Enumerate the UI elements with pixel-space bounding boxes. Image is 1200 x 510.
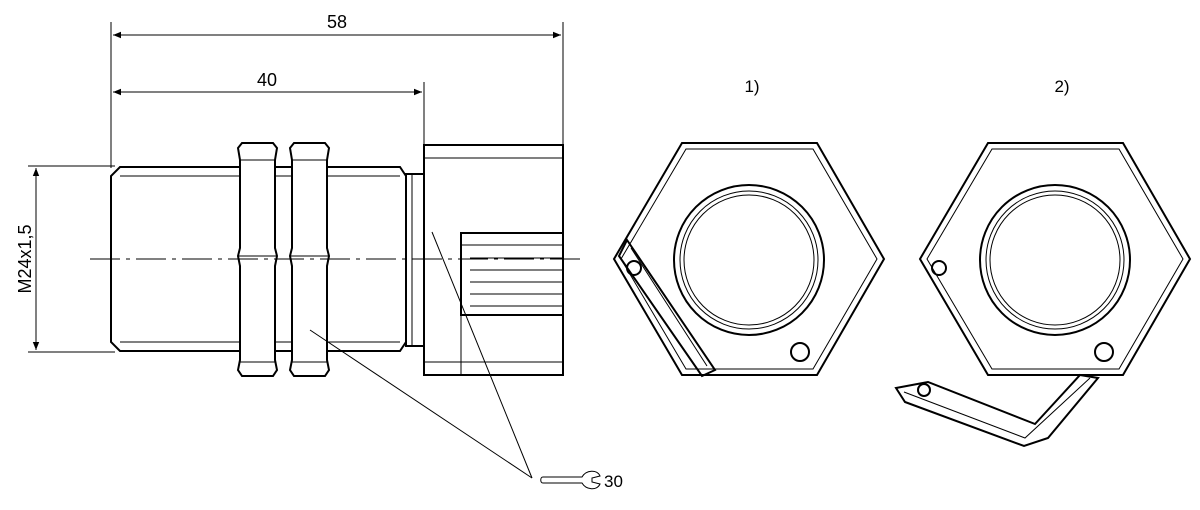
wrench-icon: [540, 470, 601, 490]
dimension-thread-spec: M24x1,5: [15, 165, 115, 353]
view-1-label: 1): [744, 77, 759, 96]
front-view-2: [894, 142, 1192, 448]
dimension-58-label: 58: [327, 12, 347, 32]
view-2-label: 2): [1054, 77, 1069, 96]
dimension-thread-length: 40: [113, 70, 425, 145]
dimension-overall-length: 58: [110, 12, 564, 168]
thread-spec-label: M24x1,5: [15, 224, 35, 293]
dimension-40-label: 40: [257, 70, 277, 90]
sensor-side-view: [90, 142, 580, 479]
wrench-callout: 30: [540, 470, 623, 491]
front-view-1: [612, 142, 886, 378]
wrench-size-label: 30: [604, 472, 623, 491]
